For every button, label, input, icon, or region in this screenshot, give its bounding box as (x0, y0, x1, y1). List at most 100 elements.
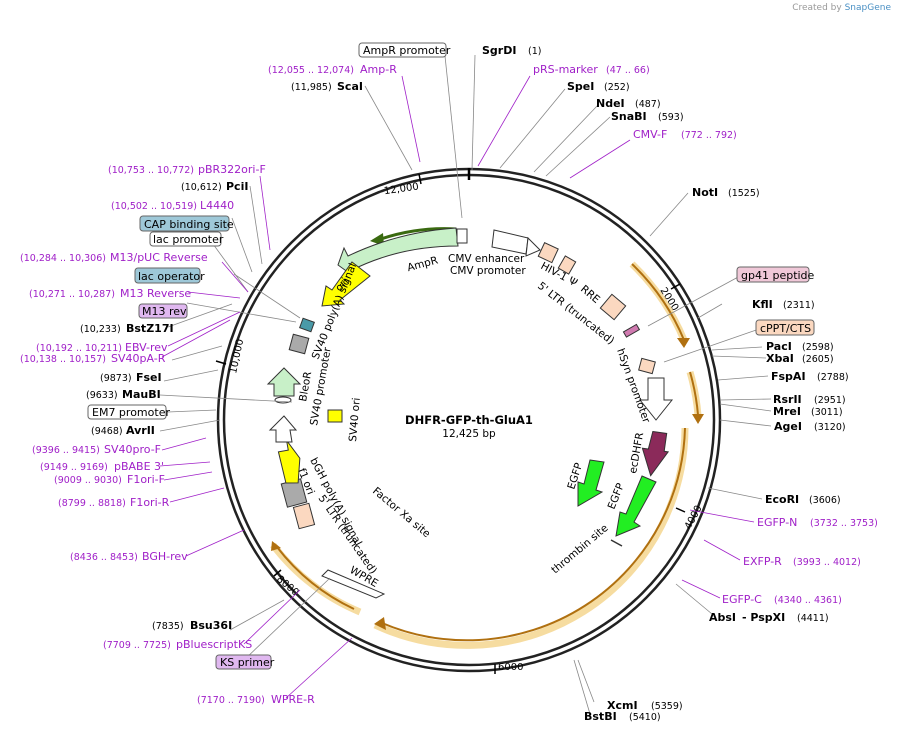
enzyme-snabi-pos: (593) (658, 112, 684, 123)
cppt-label: cPPT/CTS (760, 322, 811, 335)
primer-f1ori-f-range: (9009 .. 9030) (54, 475, 122, 486)
primer-pbabe: pBABE 3' (114, 460, 164, 473)
primer-prs-marker-range: (47 .. 66) (606, 65, 650, 76)
enzyme-avrii: AvrII (126, 424, 155, 437)
enzyme-bstz17i: BstZ17I (126, 322, 174, 335)
primer-m13-reverse-range: (10,271 .. 10,287) (29, 289, 115, 300)
primer-ebv-rev: EBV-rev (125, 341, 168, 354)
primer-pbluescriptks-range: (7709 .. 7725) (103, 640, 171, 651)
primer-bgh-rev-range: (8436 .. 8453) (70, 552, 138, 563)
snapgene-watermark: Created by SnapGene (792, 3, 891, 13)
ltr-label-top: 5' LTR (truncated) (535, 280, 616, 347)
enzyme-ecori-pos: (3606) (809, 495, 841, 506)
primer-sv40pro-f-range: (9396 .. 9415) (32, 445, 100, 456)
primer-m13-reverse: M13 Reverse (120, 287, 191, 300)
enzyme-bstbi-pos: (5410) (629, 712, 661, 723)
thrombin-label: thrombin site (549, 522, 610, 576)
enzyme-maubi-pos: (9633) (86, 390, 118, 401)
enzyme-bstbi: BstBI (584, 710, 617, 723)
bgh-label: bGH poly(A) signal (307, 456, 364, 548)
primer-sv40pro-f: SV40pro-F (104, 443, 161, 456)
enzyme-noti: NotI (692, 186, 718, 199)
boxed-labels: AmpR promoter gp41 peptide cPPT/CTS CAP … (87, 42, 815, 670)
hsyn-label: hSyn promoter (614, 347, 652, 425)
primer-m13puc-range: (10,284 .. 10,306) (20, 253, 106, 264)
enzyme-rsrii: RsrII (773, 393, 802, 406)
sv40-ori-label: SV40 ori (347, 397, 363, 442)
primer-prs-marker: pRS-marker (533, 63, 598, 76)
enzyme-scai-pos: (11,985) (291, 82, 332, 93)
cap-site-label: CAP binding site (144, 218, 234, 231)
enzyme-xbai-pos: (2605) (802, 354, 834, 365)
enzyme-agei: AgeI (774, 420, 802, 433)
enzyme-kfli: KflI (752, 298, 773, 311)
factorxa-label: Factor Xa site (370, 485, 432, 540)
rre-label: RRE (578, 283, 602, 306)
lac-promoter-label: lac promoter (153, 233, 224, 246)
enzyme-bsu36i-pos: (7835) (152, 621, 184, 632)
primer-f1ori-f: F1ori-F (127, 473, 165, 486)
primer-exfp-r: EXFP-R (743, 555, 782, 568)
gp41-label: gp41 peptide (741, 269, 815, 282)
primer-pbr322ori: pBR322ori-F (198, 163, 266, 176)
enzyme-ndei: NdeI (596, 97, 625, 110)
enzyme-ecori: EcoRI (765, 493, 799, 506)
primer-f1ori-r-range: (8799 .. 8818) (58, 498, 126, 509)
enzyme-rsrii-pos: (2951) (814, 395, 846, 406)
enzyme-xbai: XbaI (766, 352, 794, 365)
enzyme-mrei: MreI (773, 405, 801, 418)
enzyme-avrii-pos: (9468) (91, 426, 123, 437)
enzyme-absi-pos: (4411) (797, 613, 829, 624)
enzyme-labels: SgrDI (1) SpeI (252) NdeI (487) SnaBI (5… (80, 44, 849, 723)
orange-arcs (270, 261, 704, 649)
ks-primer-label: KS primer (220, 656, 275, 669)
primer-sv40pa-r: SV40pA-R (111, 352, 166, 365)
enzyme-mrei-pos: (3011) (811, 407, 843, 418)
primer-pbr322ori-range: (10,753 .. 10,772) (108, 165, 194, 176)
primer-egfp-n-range: (3732 .. 3753) (810, 518, 878, 529)
enzyme-sgrdi: SgrDI (482, 44, 516, 57)
bleor-label: BleoR (297, 371, 314, 403)
primer-pbluescriptks: pBluescriptKS (176, 638, 252, 651)
enzyme-fspai-pos: (2788) (817, 372, 849, 383)
egfp-label-2: EGFP (606, 481, 627, 511)
primer-cmv-f-range: (772 .. 792) (681, 130, 737, 141)
primer-egfp-c-range: (4340 .. 4361) (774, 595, 842, 606)
enzyme-sgrdi-pos: (1) (528, 46, 541, 57)
primer-wpre-r-range: (7170 .. 7190) (197, 695, 265, 706)
primer-amp-r-range: (12,055 .. 12,074) (268, 65, 354, 76)
tick-6000: 6000 (498, 662, 523, 673)
enzyme-absi: AbsI (709, 611, 736, 624)
ecdhfr-label: ecDHFR (627, 432, 646, 475)
enzyme-paci: PacI (766, 340, 792, 353)
enzyme-xcmi-pos: (5359) (651, 701, 683, 712)
plasmid-name: DHFR-GFP-th-GluA1 (405, 413, 533, 427)
primer-exfp-r-range: (3993 .. 4012) (793, 557, 861, 568)
enzyme-pcii-pos: (10,612) (181, 182, 222, 193)
primer-amp-r: Amp-R (360, 63, 397, 76)
enzyme-agei-pos: (3120) (814, 422, 846, 433)
enzyme-kfli-pos: (2311) (783, 300, 815, 311)
primer-labels: pRS-marker (47 .. 66) CMV-F (772 .. 792)… (20, 63, 878, 706)
tick-12000: 12,000 (383, 181, 419, 197)
primer-bgh-rev: BGH-rev (142, 550, 188, 563)
sv40pa-label: SV40 poly(A) signal (310, 262, 360, 362)
cmv-enhancer-label: CMV enhancer (448, 253, 525, 265)
amp-promoter-label: AmpR promoter (363, 44, 451, 57)
enzyme-maubi: MauBI (122, 388, 161, 401)
enzyme-scai: ScaI (337, 80, 363, 93)
em7-label: EM7 promoter (92, 406, 170, 419)
leader-lines (159, 54, 772, 715)
enzyme-bsu36i: Bsu36I (190, 619, 232, 632)
enzyme-ndei-pos: (487) (635, 99, 661, 110)
enzyme-pcii: PciI (226, 180, 248, 193)
enzyme-paci-pos: (2598) (802, 342, 834, 353)
primer-f1ori-r: F1ori-R (130, 496, 170, 509)
enzyme-fsei: FseI (136, 371, 162, 384)
primer-sv40pa-r-range: (10,138 .. 10,157) (20, 354, 106, 365)
lac-operator-label: lac operator (138, 270, 205, 283)
enzyme-fspai: FspAI (771, 370, 806, 383)
primer-wpre-r: WPRE-R (271, 693, 315, 706)
primer-m13puc: M13/pUC Reverse (110, 251, 208, 264)
